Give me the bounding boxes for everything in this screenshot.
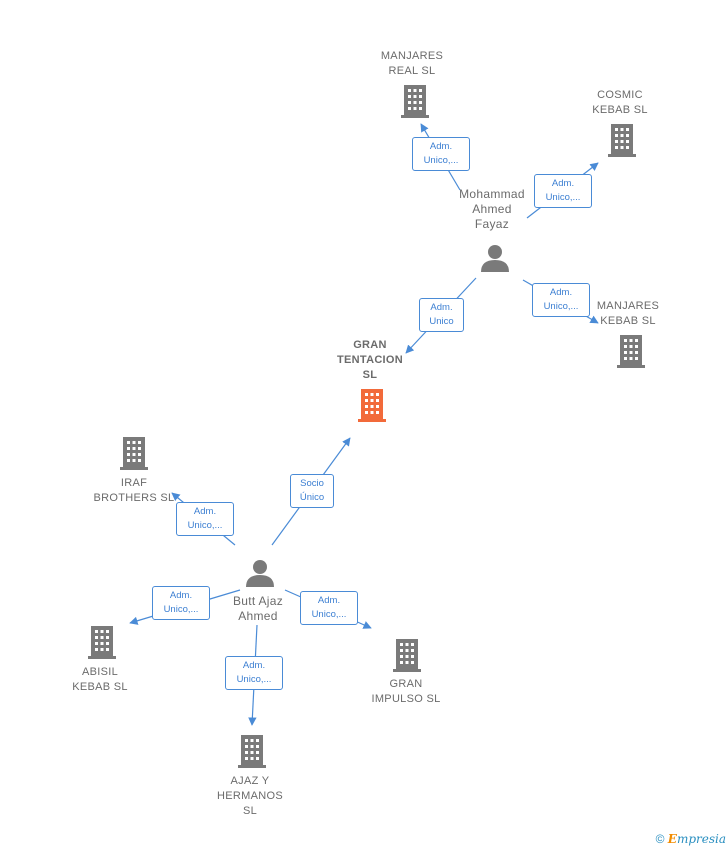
node-label-manjares-real[interactable]: MANJARES REAL SL [380, 50, 444, 77]
building-icon-gran-tentacion [358, 389, 386, 422]
node-label-ajaz[interactable]: AJAZ Y HERMANOS SL [217, 775, 283, 817]
node-label-gran-tentacion[interactable]: GRAN TENTACION SL [336, 339, 404, 381]
node-label-mohammad[interactable]: Mohammad Ahmed Fayaz [459, 187, 525, 231]
node-label-butt[interactable]: Butt Ajaz Ahmed [232, 594, 284, 623]
node-label-abisil[interactable]: ABISIL KEBAB SL [72, 666, 128, 693]
brand-logo-text: mpresia [676, 832, 726, 846]
building-icon-gran-impulso [393, 639, 421, 672]
copyright-symbol: © [655, 832, 665, 846]
person-icon-butt [246, 560, 274, 587]
building-icon-manjares-real [401, 85, 429, 118]
edge-label-butt-iraf[interactable]: Adm. Unico,... [176, 502, 234, 536]
edge-label-moh-real[interactable]: Adm. Unico,... [412, 137, 470, 171]
node-label-manjares-kebab[interactable]: MANJARES KEBAB SL [596, 300, 660, 327]
edge-label-butt-gran[interactable]: Socio Único [290, 474, 334, 508]
brand-footer: © Empresia [656, 832, 726, 846]
edge-label-butt-ajaz[interactable]: Adm. Unico,... [225, 656, 283, 690]
edge-label-moh-gran[interactable]: Adm. Unico [419, 298, 464, 332]
edge-label-moh-mkebab[interactable]: Adm. Unico,... [532, 283, 590, 317]
building-icon-iraf [120, 437, 148, 470]
node-label-iraf[interactable]: IRAF BROTHERS SL [93, 477, 175, 504]
node-label-gran-impulso[interactable]: GRAN IMPULSO SL [371, 678, 441, 705]
building-icon-abisil [88, 626, 116, 659]
building-icon-ajaz [238, 735, 266, 768]
person-icon-mohammad [481, 245, 509, 272]
building-icon-cosmic-kebab [608, 124, 636, 157]
brand-logo-e: E [667, 832, 677, 846]
edge-label-butt-abisil[interactable]: Adm. Unico,... [152, 586, 210, 620]
edge-label-moh-cosmic[interactable]: Adm. Unico,... [534, 174, 592, 208]
node-label-cosmic-kebab[interactable]: COSMIC KEBAB SL [592, 89, 648, 116]
edge-label-butt-impulso[interactable]: Adm. Unico,... [300, 591, 358, 625]
building-icon-manjares-kebab [617, 335, 645, 368]
